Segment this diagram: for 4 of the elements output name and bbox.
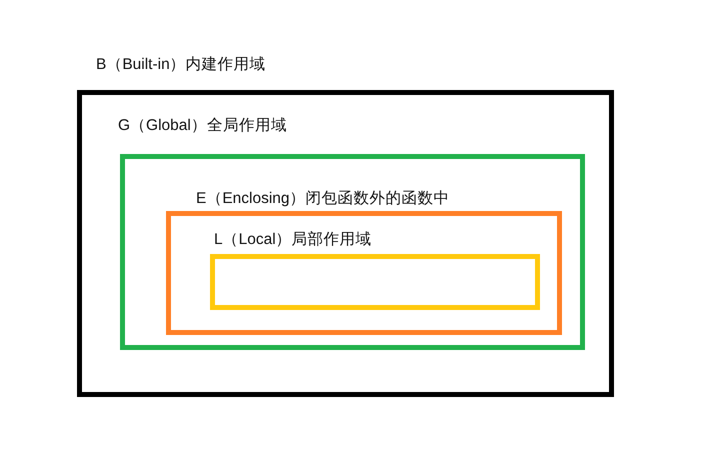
scope-heading: E（Enclosing）闭包函数外的函数中 bbox=[196, 189, 450, 209]
scope-heading: B（Built-in）内建作用域 bbox=[96, 55, 266, 75]
scope-heading: G（Global）全局作用域 bbox=[118, 116, 287, 136]
scope-heading: L（Local）局部作用域 bbox=[214, 230, 372, 250]
